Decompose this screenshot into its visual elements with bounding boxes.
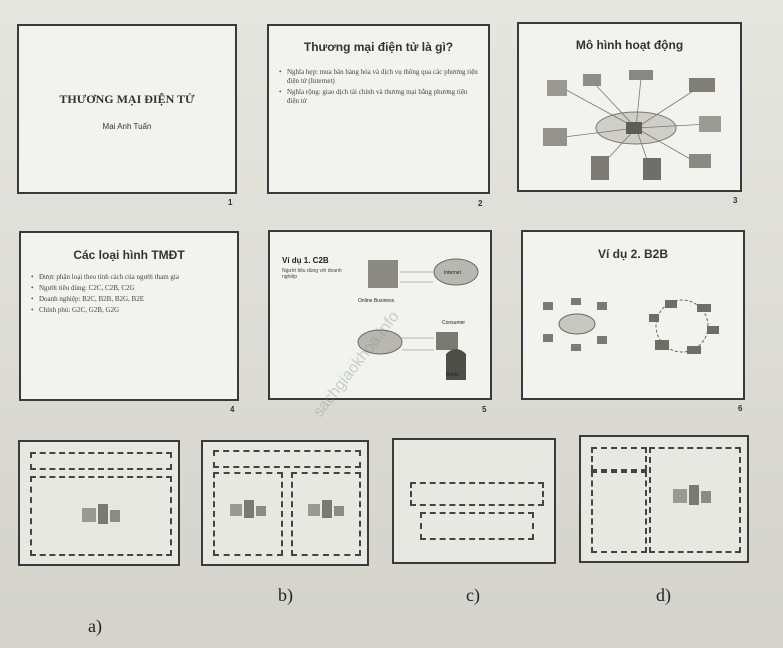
slide-4: Các loại hình TMĐT Được phân loại theo t…: [19, 231, 239, 401]
left-content-placeholder: [213, 472, 283, 556]
slide-4-bullet: Được phân loại theo tính cách của người …: [31, 273, 231, 282]
content-placeholder: [649, 447, 741, 553]
slide-4-bullets: Được phân loại theo tính cách của người …: [31, 273, 231, 317]
layout-b-label: b): [278, 585, 293, 605]
content-icon: [82, 504, 120, 524]
buyer-label: Buyer: [446, 372, 460, 378]
slide-5-note: Người tiêu dùng với doanh nghiệp: [282, 268, 342, 280]
content-icon: [673, 485, 711, 505]
slide-1-number: 1: [228, 198, 233, 207]
layout-a: [18, 440, 180, 566]
layout-a-label: a): [88, 616, 102, 636]
slide-5: Ví dụ 1. C2B Người tiêu dùng với doanh n…: [268, 230, 492, 400]
layout-c: [392, 438, 556, 564]
slide-4-bullet: Chính phủ: G2C, G2B, G2G: [31, 306, 231, 315]
slide-1-subtitle: Mai Anh Tuấn: [102, 122, 152, 131]
slide-2-bullet: Nghĩa hẹp: mua bán hàng hóa và dịch vụ t…: [279, 68, 479, 86]
slide-6: Ví dụ 2. B2B: [521, 230, 745, 400]
layout-d-label: d): [656, 585, 671, 605]
layout-d: [579, 435, 749, 563]
slide-4-bullet: Doanh nghiệp: B2C, B2B, B2G, B2E: [31, 295, 231, 304]
slide-2-bullet: Nghĩa rộng: giao dịch tài chính và thươn…: [279, 88, 479, 106]
consumer-label: Consumer: [442, 320, 466, 326]
slide-4-number: 4: [230, 405, 235, 414]
slide-5-number: 5: [482, 405, 487, 414]
layout-c-label: c): [466, 585, 480, 605]
slide-1-title: THƯƠNG MẠI ĐIỆN TỬ: [59, 92, 195, 106]
title-placeholder: [410, 482, 544, 506]
slide-2-number: 2: [478, 199, 483, 208]
subtitle-placeholder: [420, 512, 534, 540]
title-placeholder: [30, 452, 172, 470]
c2b-diagram-image: [357, 258, 479, 380]
content-icon: [230, 500, 266, 518]
online-business-label: Online Business: [358, 298, 395, 304]
slide-3-number: 3: [733, 196, 738, 205]
content-icon: [308, 500, 344, 518]
title-placeholder: [213, 450, 361, 468]
slide-2: Thương mại điện tử là gì? Nghĩa hẹp: mua…: [267, 24, 490, 194]
b2b-diagram-image: [543, 298, 719, 354]
text-placeholder: [591, 471, 647, 553]
slide-6-number: 6: [738, 404, 743, 413]
slide-1: THƯƠNG MẠI ĐIỆN TỬ Mai Anh Tuấn: [17, 24, 237, 194]
slide-4-title: Các loại hình TMĐT: [73, 248, 185, 262]
slide-3: Mô hình hoạt động: [517, 22, 742, 192]
slide-5-title: Ví dụ 1. C2B: [282, 256, 329, 265]
internet-label: Internet: [444, 270, 461, 276]
slide-2-title: Thương mại điện tử là gì?: [303, 40, 454, 54]
slide-2-bullets: Nghĩa hẹp: mua bán hàng hóa và dịch vụ t…: [279, 68, 479, 108]
content-placeholder: [30, 476, 172, 556]
right-content-placeholder: [291, 472, 361, 556]
slide-6-title: Ví dụ 2. B2B: [597, 247, 668, 261]
title-placeholder: [591, 447, 647, 471]
network-diagram-image: [543, 70, 721, 180]
slide-4-bullet: Người tiêu dùng: C2C, C2B, C2G: [31, 284, 231, 293]
layout-b: [201, 440, 369, 566]
slide-3-title: Mô hình hoạt động: [575, 38, 684, 52]
